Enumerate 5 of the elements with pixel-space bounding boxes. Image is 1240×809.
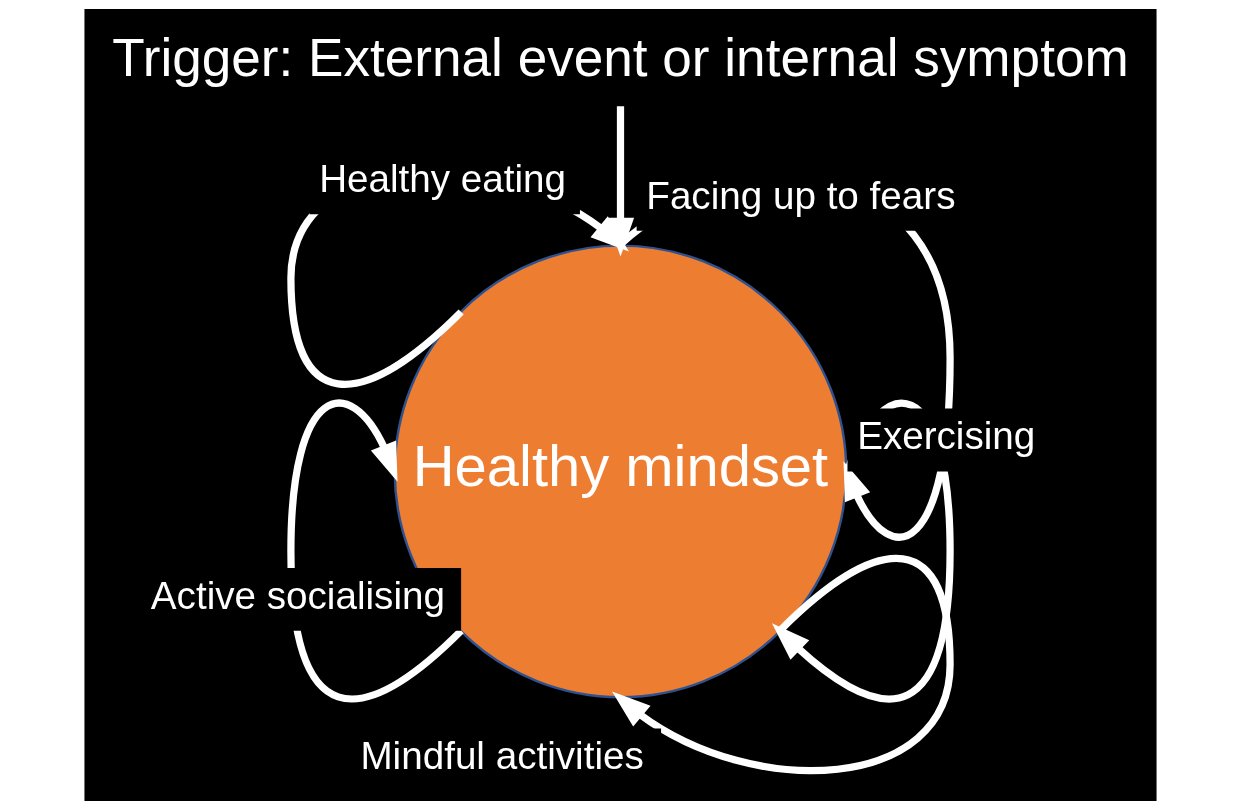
edge-label: Mindful activities	[359, 733, 644, 777]
node-text: Trigger: External event or internal symptom	[111, 27, 1129, 87]
edge-label: Exercising	[856, 413, 1035, 457]
edge-label: Facing up to fears	[645, 173, 955, 217]
edge-label: Healthy eating	[318, 156, 566, 200]
